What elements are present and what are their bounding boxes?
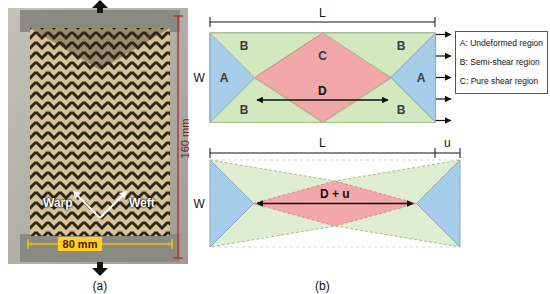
semi-shear-region: B — [210, 78, 323, 123]
arrow-head — [119, 191, 127, 199]
lower-clamp — [20, 234, 180, 262]
region-letter: B — [240, 104, 249, 116]
region-fill — [323, 78, 436, 123]
panel-label: (b) — [315, 280, 330, 292]
tension-arrow — [436, 34, 451, 35]
region-letter: C — [318, 50, 327, 62]
dimension-label: L — [319, 7, 326, 19]
height-dimension-line — [177, 16, 179, 258]
tension-arrow — [436, 55, 451, 56]
undeformed-region-deformed — [417, 160, 461, 247]
legend-box: A: Undeformed regionB: Semi-shear region… — [455, 31, 548, 94]
length-dimension-line — [210, 153, 460, 154]
dimension-tick — [435, 148, 436, 158]
original-outline-dashed — [210, 160, 460, 247]
dimension-tick — [460, 148, 461, 158]
pure-shear-region-deformed — [254, 181, 417, 226]
region-letter: A — [220, 72, 229, 84]
dimension-label: D — [318, 85, 327, 97]
direction-label: Weft — [129, 197, 155, 209]
tension-arrow — [436, 77, 451, 78]
upper-clamp — [20, 10, 180, 32]
region-letter: B — [397, 104, 406, 116]
legend-text: A: Undeformed region — [460, 34, 543, 53]
region-shape — [323, 78, 436, 123]
region-fill — [210, 78, 323, 123]
dimension-label: 160 mm — [180, 118, 191, 158]
region-shape — [210, 78, 323, 123]
panel-label: (a) — [93, 280, 108, 292]
tension-arrow — [436, 98, 451, 99]
semi-shear-region: B — [323, 78, 436, 123]
specimen-outline — [210, 33, 435, 122]
dimension-label: L — [319, 137, 326, 149]
dimension-label: W — [194, 72, 205, 84]
tension-arrow — [436, 120, 451, 121]
dimension-tag: 80 mm — [58, 237, 103, 252]
region-letter: B — [397, 40, 406, 52]
direction-label: Warp — [43, 197, 73, 209]
dimension-tick — [210, 148, 211, 158]
semi-shear-region-deformed — [210, 160, 460, 247]
legend-text: C: Pure shear region — [460, 72, 543, 91]
dimension-tick — [173, 15, 183, 17]
dimension-label: u — [444, 137, 451, 149]
legend-text: B: Semi-shear region — [460, 53, 543, 72]
deformed-width-arrow — [257, 203, 413, 205]
arrow-head — [73, 191, 81, 199]
warp-arrow — [77, 195, 100, 218]
length-dimension-line — [210, 22, 435, 23]
dimension-label: W — [194, 198, 205, 210]
dimension-label: D + u — [320, 188, 350, 200]
tension-arrows — [436, 35, 451, 121]
region-letter: A — [417, 72, 426, 84]
fabric-specimen — [30, 28, 170, 236]
dimension-tick — [210, 17, 211, 27]
weft-arrow — [100, 195, 123, 218]
dimension-tick — [435, 17, 436, 27]
undeformed-region-deformed — [210, 160, 254, 247]
photo-background — [8, 8, 188, 264]
load-arrow-down — [92, 262, 108, 276]
fabric-shadow — [30, 28, 170, 70]
diamond-width-arrow — [257, 99, 388, 101]
dimension-tick — [171, 239, 173, 249]
dimension-tick — [27, 239, 29, 249]
dimension-tick — [173, 257, 183, 259]
region-letter: B — [240, 40, 249, 52]
tag-text: 80 mm — [63, 238, 98, 251]
load-arrow-up — [92, 0, 108, 13]
